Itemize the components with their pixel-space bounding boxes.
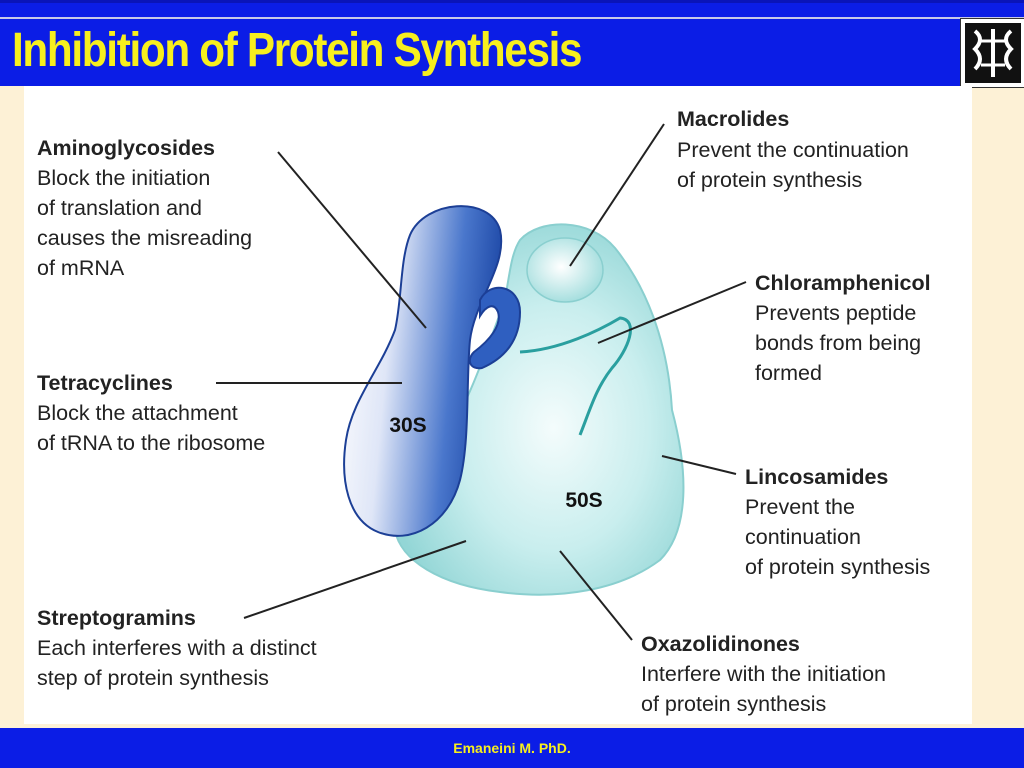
callout-lincosamides: Lincosamides Prevent the continuation of… — [745, 465, 930, 579]
leader-chloramphenicol — [597, 281, 747, 344]
label-30s: 30S — [389, 414, 426, 437]
drug-desc-line: formed — [755, 361, 822, 385]
university-logo — [960, 18, 1024, 88]
callout-macrolides: Macrolides Prevent the continuation of p… — [677, 107, 909, 192]
title-bar: Inhibition of Protein Synthesis — [0, 0, 1024, 86]
drug-desc-line: continuation — [745, 525, 861, 549]
drug-desc-line: Each interferes with a distinct — [37, 636, 317, 660]
callout-tetracyclines: Tetracyclines Block the attachment of tR… — [37, 371, 265, 455]
drug-desc-line: Block the attachment — [37, 401, 238, 425]
drug-desc-line: Block the initiation — [37, 166, 210, 190]
drug-desc-line: Interfere with the initiation — [641, 662, 886, 686]
leader-lincosamides — [661, 455, 737, 475]
drug-name: Lincosamides — [745, 465, 888, 489]
leader-aminoglycosides — [277, 151, 427, 329]
leader-oxazolidinones — [559, 550, 633, 641]
callout-aminoglycosides: Aminoglycosides Block the initiation of … — [37, 136, 252, 280]
leader-macrolides — [569, 123, 665, 267]
footer-bar: Emaneini M. PhD. — [0, 728, 1024, 768]
drug-desc-line: bonds from being — [755, 331, 921, 355]
slide-title: Inhibition of Protein Synthesis — [12, 24, 583, 77]
label-50s: 50S — [565, 489, 602, 512]
logo-emblem-icon — [965, 23, 1021, 83]
small-subunit-head-loop — [468, 286, 522, 370]
author-credit: Emaneini M. PhD. — [453, 740, 571, 756]
callout-chloramphenicol: Chloramphenicol Prevents peptide bonds f… — [755, 271, 931, 385]
drug-name: Oxazolidinones — [641, 632, 800, 656]
small-subunit-30s — [343, 205, 503, 537]
large-subunit-50s — [393, 223, 685, 596]
drug-name: Streptogramins — [37, 606, 196, 630]
title-rule — [0, 17, 1024, 19]
drug-name: Tetracyclines — [37, 371, 173, 395]
drug-desc-line: causes the misreading — [37, 226, 252, 250]
drug-name: Aminoglycosides — [37, 136, 215, 160]
drug-desc-line: of protein synthesis — [677, 168, 862, 192]
drug-desc-line: of mRNA — [37, 256, 125, 280]
drug-desc-line: of tRNA to the ribosome — [37, 431, 265, 455]
drug-desc-line: step of protein synthesis — [37, 666, 269, 690]
drug-desc-line: of protein synthesis — [745, 555, 930, 579]
callout-oxazolidinones: Oxazolidinones Interfere with the initia… — [641, 632, 886, 716]
drug-name: Macrolides — [677, 107, 789, 131]
leader-streptogramins — [243, 540, 467, 619]
drug-desc-line: of translation and — [37, 196, 202, 220]
drug-desc-line: of protein synthesis — [641, 692, 826, 716]
drug-name: Chloramphenicol — [755, 271, 931, 295]
drug-desc-line: Prevent the — [745, 495, 855, 519]
drug-desc-line: Prevents peptide — [755, 301, 916, 325]
drug-desc-line: Prevent the continuation — [677, 138, 909, 162]
large-subunit-protuberance — [526, 237, 604, 303]
ribosome-diagram: 30S 50S Aminoglycosides Block the initia… — [37, 107, 931, 716]
exit-tunnel — [519, 316, 632, 436]
callout-streptogramins: Streptogramins Each interferes with a di… — [37, 606, 317, 690]
